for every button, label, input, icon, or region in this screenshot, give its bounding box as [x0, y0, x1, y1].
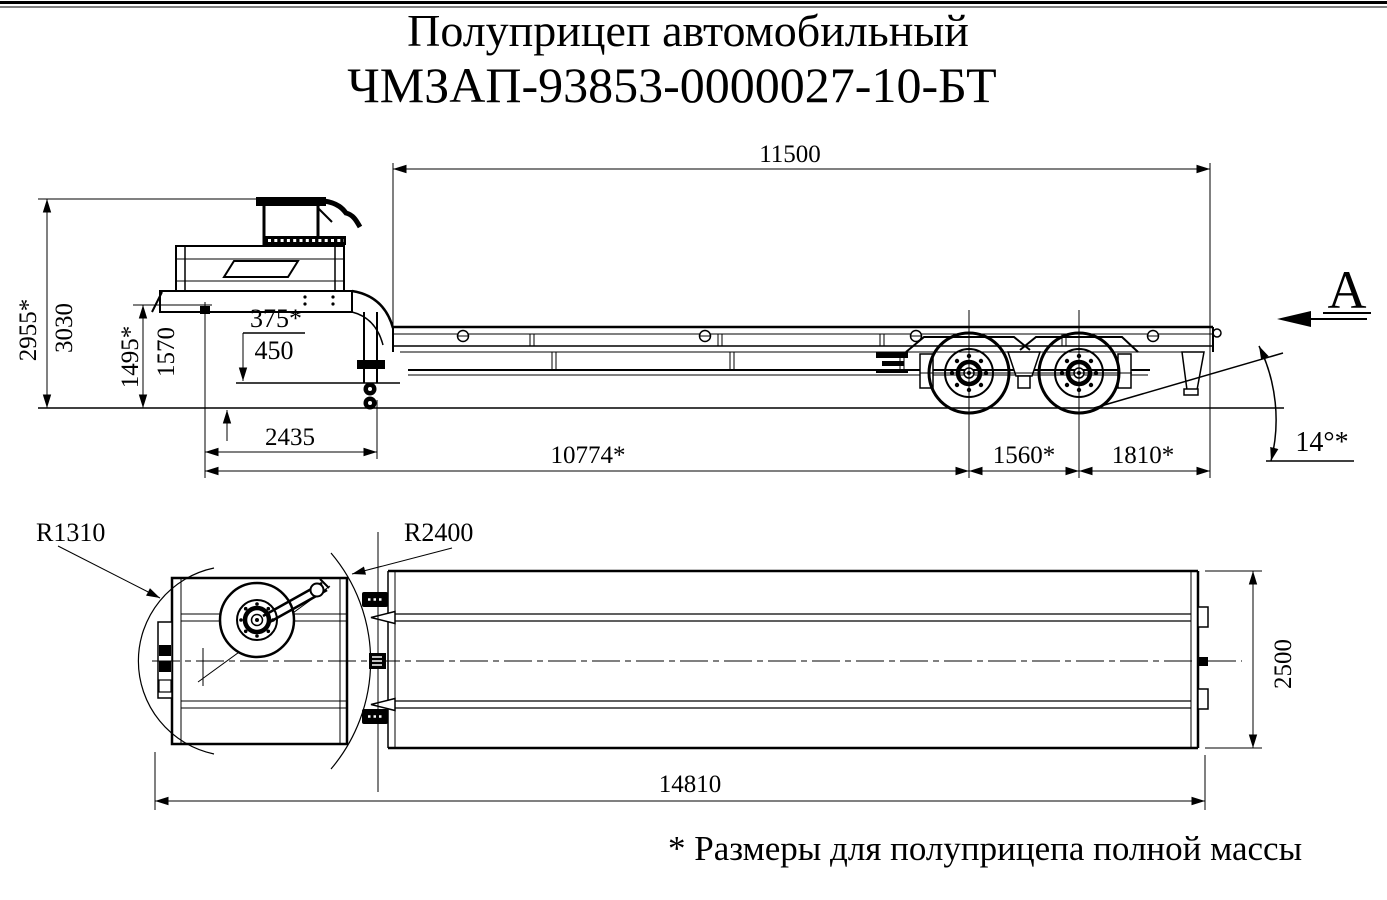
- dim-axle-spacing: 1560*: [993, 442, 1056, 469]
- dim-height-laden: 2955*: [15, 299, 42, 362]
- departure-angle: 14°*: [1093, 345, 1354, 462]
- title-line-1: Полуприцеп автомобильный: [407, 5, 969, 56]
- spare-wheel-davit: [262, 578, 330, 625]
- rail-point-top: [370, 610, 396, 625]
- deck-rail-ticks: [529, 334, 1067, 346]
- rear-marker: [1212, 328, 1222, 338]
- view-a-arrow-icon: [1277, 311, 1311, 327]
- rear-swing-arc: [330, 552, 372, 770]
- side-view-dimensions: 11500 2955* 3030 1495* 1570 375* 450 243…: [15, 141, 1211, 478]
- dim-clearance-laden: 375*: [250, 304, 302, 333]
- cross-axis: [369, 532, 386, 792]
- frame-verticals: [551, 352, 905, 370]
- main-deck-side: [392, 163, 1222, 396]
- rear-end-fittings: [1197, 606, 1209, 710]
- neck-curve: [351, 289, 395, 329]
- front-swing-radius-label: R1310: [36, 518, 105, 547]
- rear-swing-radius-label: R2400: [404, 518, 473, 547]
- spare-wheel: [218, 581, 296, 659]
- coupling-lever: [323, 198, 363, 229]
- title-line-2: ЧМЗАП-93853-0000027-10-БТ: [347, 57, 996, 113]
- sheet-border: [0, 1, 1387, 8]
- side-view-drawing: 14°* А 11500 2955* 3030 1495* 1570: [15, 141, 1371, 478]
- dim-overall-length: 14810: [659, 771, 722, 798]
- rail-point-bottom: [370, 697, 396, 712]
- front-connector-bracket: [157, 621, 173, 699]
- departure-angle-label: 14°*: [1295, 427, 1348, 458]
- axle-centerlines: [920, 310, 1132, 478]
- dim-clearance-unladen: 450: [255, 336, 294, 365]
- front-swing-arc: [137, 567, 215, 755]
- rear-support-bracket: [1181, 351, 1205, 391]
- dim-rear-overhang: 1810*: [1112, 442, 1175, 469]
- swing-radii: R1310 R2400: [36, 518, 473, 770]
- view-a-indicator: А: [1277, 260, 1371, 327]
- dim-deck-height-unladen: 1570: [153, 327, 180, 377]
- footnote: * Размеры для полуприцепа полной массы: [668, 829, 1302, 868]
- plan-view-dimensions: 2500 14810: [154, 570, 1297, 810]
- dim-kingpin-to-support: 2435: [265, 424, 315, 451]
- landing-gear: [357, 312, 385, 410]
- deck-tie-holes: [456, 329, 1160, 343]
- tiedown-winches: [362, 592, 388, 724]
- view-a-label: А: [1328, 260, 1367, 320]
- dim-overall-width: 2500: [1270, 639, 1297, 689]
- dim-deck-height-laden: 1495*: [117, 326, 144, 389]
- dim-platform-length: 11500: [759, 141, 821, 168]
- drawing-title: Полуприцеп автомобильный ЧМЗАП-93853-000…: [347, 5, 996, 113]
- dim-height-unladen: 3030: [51, 303, 78, 353]
- dim-kingpin-to-first-axle: 10774*: [551, 442, 626, 469]
- plan-view-drawing: R1310 R2400 2500 14810: [36, 518, 1297, 810]
- main-deck-plan: [370, 569, 1209, 750]
